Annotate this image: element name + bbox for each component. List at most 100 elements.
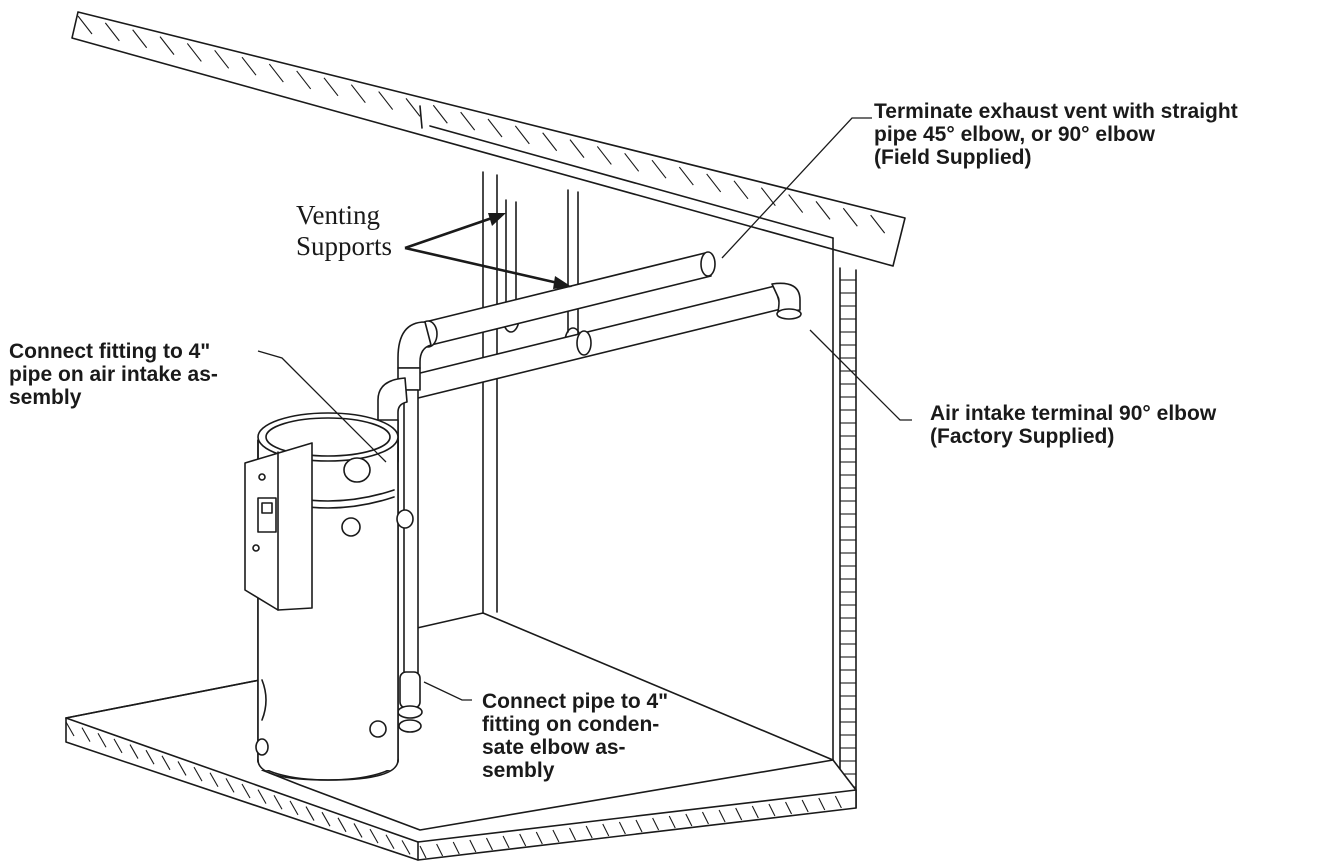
back-wall — [416, 125, 834, 761]
exhaust-vent-pipe — [397, 251, 716, 369]
floor-slab — [65, 679, 857, 861]
floor-hatch-line — [129, 744, 139, 759]
floor-hatch-line — [177, 761, 187, 776]
condensate-pipe — [397, 367, 423, 733]
roof-hatch-line — [104, 22, 120, 42]
roof-hatch-line — [460, 111, 476, 131]
floor-hatch-line — [602, 823, 610, 837]
label-connect-fitting-line1: Connect fitting to 4" — [9, 340, 211, 363]
floor-hatch-line — [321, 811, 331, 827]
roof-hatch-line — [487, 118, 503, 138]
roof-hatch-line — [186, 43, 202, 62]
floor-hatch-line — [452, 841, 460, 855]
floor-hatch-line — [834, 795, 842, 809]
floor-hatch-line — [502, 835, 510, 849]
roof-hatch-line — [432, 104, 448, 124]
roof-hatch-line — [842, 207, 858, 227]
floor-hatch-line — [685, 813, 693, 827]
roof-hatch-line — [159, 36, 175, 55]
label-connect-pipe-line1: Connect pipe to 4" — [482, 690, 669, 713]
floor-hatch-line — [735, 807, 743, 821]
floor-hatch-line — [436, 843, 444, 857]
roof-hatch-line — [542, 132, 558, 152]
label-terminate-exhaust-line3: (Field Supplied) — [874, 146, 1032, 169]
floor-hatch-line — [193, 766, 203, 782]
roof-hatch-line — [405, 98, 421, 117]
floor-hatch-line — [618, 821, 626, 835]
floor-hatch-line — [305, 806, 315, 821]
floor-hatch-line — [818, 797, 826, 811]
label-connect-pipe-line4: sembly — [482, 759, 555, 782]
roof-hatch-line — [268, 63, 284, 83]
floor-hatch-line — [241, 783, 251, 799]
roof-hatch-line — [678, 166, 694, 186]
roof-hatch-line — [296, 70, 312, 90]
floor-hatch-line — [751, 805, 759, 819]
floor-hatch-line — [353, 823, 363, 838]
control-panel — [244, 442, 313, 611]
label-connect-pipe-line3: sate elbow as- — [482, 736, 626, 759]
roof-hatch-line — [870, 214, 886, 234]
roof-hatch-line — [733, 180, 749, 200]
floor-hatch-line — [535, 831, 543, 845]
roof-hatch-line — [241, 56, 257, 76]
label-air-intake-terminal: Air intake terminal 90° elbow (Factory S… — [930, 402, 1216, 448]
label-venting-supports-line2: Supports — [296, 231, 393, 261]
roof-hatch-line — [706, 173, 722, 193]
label-venting-supports-line1: Venting — [296, 200, 380, 230]
floor-hatch-line — [652, 817, 660, 831]
floor-hatch-line — [225, 778, 235, 793]
floor-hatch-line — [113, 738, 123, 754]
floor-hatch-line — [801, 799, 809, 813]
roof-hatch-line — [350, 84, 366, 104]
label-connect-fitting-line2: pipe on air intake as- — [9, 363, 218, 386]
roof-hatch-line — [214, 49, 230, 69]
floor-hatch-line — [668, 815, 676, 829]
label-air-intake-terminal-line1: Air intake terminal 90° elbow — [930, 402, 1217, 425]
floor-hatch-line — [65, 721, 75, 737]
floor-hatch-line — [385, 834, 395, 850]
floor-hatch-line — [519, 833, 527, 847]
roof-hatch-line — [596, 146, 612, 165]
floor-hatch-line — [209, 772, 219, 788]
label-terminate-exhaust-line1: Terminate exhaust vent with straight — [874, 100, 1238, 123]
floor-hatch-line — [337, 817, 347, 833]
floor-hatch-line — [701, 811, 709, 825]
floor-hatch-line — [585, 825, 593, 839]
floor-hatch-line — [257, 789, 267, 804]
floor-hatch-line — [81, 727, 91, 742]
label-terminate-exhaust: Terminate exhaust vent with straight pip… — [874, 100, 1238, 169]
floor-hatch-line — [552, 829, 560, 843]
roof-slab — [71, 11, 906, 267]
leader-lines — [257, 117, 912, 701]
floor-hatch-line — [161, 755, 171, 771]
floor-hatch-line — [369, 828, 379, 844]
label-connect-pipe-line2: fitting on conden- — [482, 713, 660, 736]
label-venting-supports: Venting Supports — [296, 200, 392, 262]
label-air-intake-terminal-line2: (Factory Supplied) — [930, 425, 1115, 448]
label-terminate-exhaust-line2: pipe 45° elbow, or 90° elbow — [874, 123, 1155, 146]
floor-hatch-line — [97, 732, 107, 748]
floor-hatch-line — [768, 803, 776, 817]
label-connect-fitting-line3: sembly — [9, 386, 82, 409]
label-connect-pipe: Connect pipe to 4" fitting on conden- sa… — [482, 690, 668, 782]
roof-hatch-line — [788, 194, 804, 213]
label-connect-fitting: Connect fitting to 4" pipe on air intake… — [9, 340, 218, 409]
roof-hatch-line — [378, 91, 394, 110]
roof-hatch-line — [569, 139, 585, 158]
floor-hatch-line — [569, 827, 577, 841]
floor-hatch-line — [635, 819, 643, 833]
roof-hatch-line — [624, 152, 640, 172]
floor-hatch-line — [718, 809, 726, 823]
venting-supports-arrows — [404, 213, 572, 289]
floor-hatch-line — [419, 845, 427, 859]
floor-hatch-line — [273, 794, 283, 810]
right-wall-brick — [839, 267, 857, 809]
roof-hatch-line — [77, 15, 93, 35]
roof-hatch-line — [815, 201, 831, 220]
roof-hatch-line — [514, 125, 530, 145]
floor-hatch-line — [485, 837, 493, 851]
floor-hatch-line — [401, 840, 411, 855]
floor-hatch-line — [145, 749, 155, 765]
